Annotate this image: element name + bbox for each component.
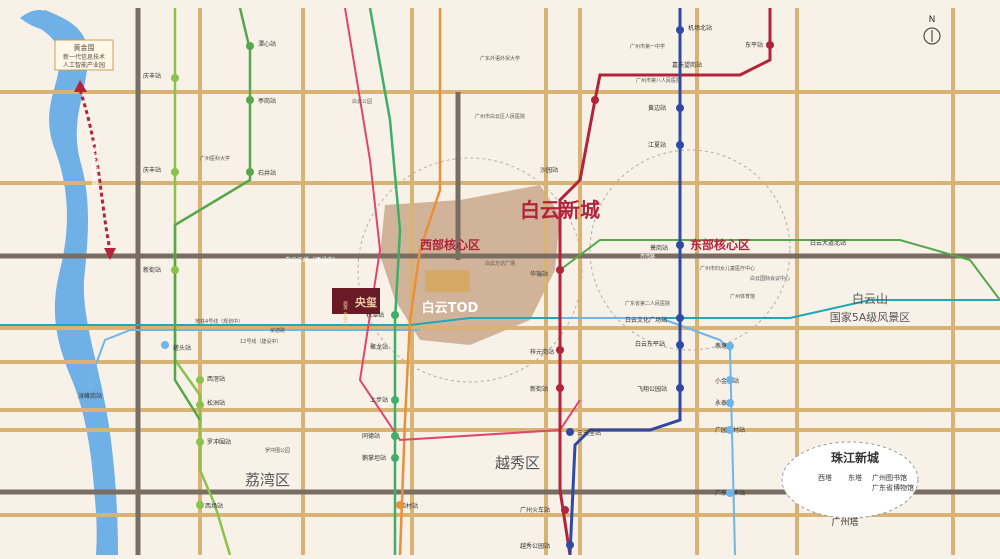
corridor-arrow <box>78 89 112 251</box>
label-west-tower: 西塔 <box>818 473 832 482</box>
station-label-jiangxia: 梓元岗站 <box>530 348 554 356</box>
station-label-baiyun-park: 萧岗站 <box>650 244 668 252</box>
east-core-ring <box>589 149 791 351</box>
station-label-guangzhou-rail: 广州火车站 <box>520 506 550 514</box>
poi-labels: 广东外语外贸大学 白云国际会议中心 广州体育馆 广州市妇女儿童医疗中心 广东省第… <box>200 43 790 454</box>
station-label-jiahe: 嘉禾望岗站 <box>672 61 702 69</box>
poi-label-4: 广州体育馆 <box>730 293 755 300</box>
station-label-shangbu: 上步站 <box>370 396 388 404</box>
project-brand-big: 央玺 <box>355 295 377 309</box>
line-orange-route <box>398 8 442 556</box>
label-yuexiu: 越秀区 <box>495 454 540 472</box>
station-label-sanyuanli: 三元里站 <box>577 429 601 437</box>
station-label-dongping: 东平站 <box>745 41 763 49</box>
station-label-nanhua: 聚龙站 <box>370 343 388 351</box>
station-label-xinshi-area: 亭岗站 <box>258 97 276 105</box>
label-east-tower: 东塔 <box>848 473 862 482</box>
corridor-vertical-label: 西部科技走廊 <box>91 140 100 189</box>
label-liwan: 荔湾区 <box>245 471 290 489</box>
station-label-shixi: 石潭站 <box>366 311 384 319</box>
station-label-luochong: 罗冲围站 <box>207 438 231 446</box>
poi-label-11: 广州市第一中学 <box>630 43 665 50</box>
station-label-shijing: 石井站 <box>258 169 276 177</box>
poi-label-14: 白云公园 <box>352 98 372 105</box>
station-markers <box>86 26 774 549</box>
road-label-qijiang: 齐湾路 <box>640 253 655 260</box>
corridor-label-box <box>54 39 114 71</box>
corridor-label-top: 黄金围 <box>74 43 95 52</box>
river <box>25 10 118 555</box>
label-baiyun-new-town: 白云新城 <box>520 198 600 222</box>
poi-label-8: 广州市妇女儿童医疗中心 <box>700 265 755 272</box>
label-east-core: 东部核心区 <box>690 237 750 252</box>
road-label-tang: 棠德路 <box>270 327 285 334</box>
station-label-feixiang: 飞翔公园站 <box>637 385 667 393</box>
station-label-xiyuan: 西滘站 <box>207 375 225 383</box>
main-roads <box>0 8 1000 555</box>
label-baiyunshan-5a: 国家5A级风景区 <box>830 310 911 324</box>
station-label-wanyun: 沙园站 <box>540 166 558 174</box>
station-label-songzhou: 松洲站 <box>207 399 225 407</box>
west-core-area <box>380 185 560 345</box>
station-label-yantang: 燕塘站 <box>715 342 733 350</box>
poi-label-10: 广州市第八人民医院 <box>636 77 681 84</box>
corridor-label-line-2: 人工智能产业园 <box>63 61 105 69</box>
station-label-tongde: 同德站 <box>362 432 380 440</box>
road-label-line12: 12号线（建设中） <box>240 338 281 345</box>
label-museum: 广东省博物馆 <box>872 483 914 492</box>
poi-label-6: 白云万达广场 <box>485 260 515 267</box>
corridor-arrow-head-top <box>74 80 87 92</box>
compass-icon <box>923 27 941 45</box>
station-label-xichang: 西场站 <box>205 502 223 510</box>
station-label-jichang: 机场北站 <box>688 24 712 32</box>
road-label-ring2: 白云二线（建设中） <box>285 256 339 264</box>
station-label-yanpu: 浔峰岗站 <box>78 392 102 400</box>
station-label-yuexiu-park: 越秀公园站 <box>520 542 550 550</box>
station-label-yongtai: 永泰站 <box>715 399 733 407</box>
station-label-baiyundadao: 白云大道北站 <box>810 239 846 247</box>
station-label-ejiao: 鹅掌坦站 <box>362 454 386 462</box>
station-label-huashan: 槎头站 <box>173 344 191 352</box>
station-label-jingxi: 新街站 <box>143 266 161 274</box>
station-label-jingxi-2: 新街站 <box>530 385 548 393</box>
corridor-arrow-head-bottom <box>104 248 116 260</box>
compass-label: N <box>929 15 936 25</box>
station-label-baiyun-culture: 白云文化广场站 <box>625 316 667 324</box>
poi-label-3: 白云国际会议中心 <box>750 275 790 282</box>
line-light-blue-east-route <box>560 317 736 556</box>
tod-label: 白云TOD <box>422 300 479 316</box>
station-label-jianggao: 江夏站 <box>648 141 666 149</box>
corridor-label-line-1: 新一代信息技术 <box>63 53 105 61</box>
label-library: 广州图书馆 <box>872 473 907 482</box>
river-branch <box>20 10 48 30</box>
line-light-blue-route <box>89 329 420 381</box>
poi-label-1: 广东外语外贸大学 <box>480 55 520 62</box>
station-label-xiangjiang-2: 庆丰站 <box>143 166 161 174</box>
line3-route <box>568 8 682 556</box>
label-west-core: 西部核心区 <box>420 237 480 252</box>
label-canton-tower: 广州塔 <box>831 516 858 528</box>
poi-label-2: 广州医科大学 <box>200 155 230 162</box>
road-label-line4: 地铁4号线（规划中） <box>195 318 243 325</box>
station-label-xiaoping: 潭心站 <box>258 40 276 48</box>
tod-building-icon <box>425 270 470 292</box>
station-label-huadi: 华瑞站 <box>530 270 548 278</box>
project-badge <box>332 288 380 314</box>
station-label-huangshi: 黄边站 <box>648 104 666 112</box>
label-baiyunshan: 白云山 <box>852 291 888 306</box>
station-label-baiyun-east: 白云东平站 <box>635 340 665 348</box>
poi-label-17: 罗冲围公园 <box>265 447 290 454</box>
station-labels: 潭心站 亭岗站 石井站 庆丰站 庆丰站 新街站 槎头站 西滘站 松洲站 罗冲围站… <box>78 24 846 550</box>
station-label-xiangjiang: 庆丰站 <box>143 72 161 80</box>
line-green-east-route <box>559 239 1000 301</box>
poi-label-9: 广东省第二人民医院 <box>625 300 670 307</box>
label-zhujiang: 珠江新城 <box>831 450 879 465</box>
zhujiang-circle <box>781 441 919 519</box>
poi-label-13: 广州市白云区人民医院 <box>475 113 525 120</box>
station-label-ximen: 西村站 <box>400 502 418 510</box>
project-brand-small: 越秀 云樾府 <box>343 300 348 326</box>
